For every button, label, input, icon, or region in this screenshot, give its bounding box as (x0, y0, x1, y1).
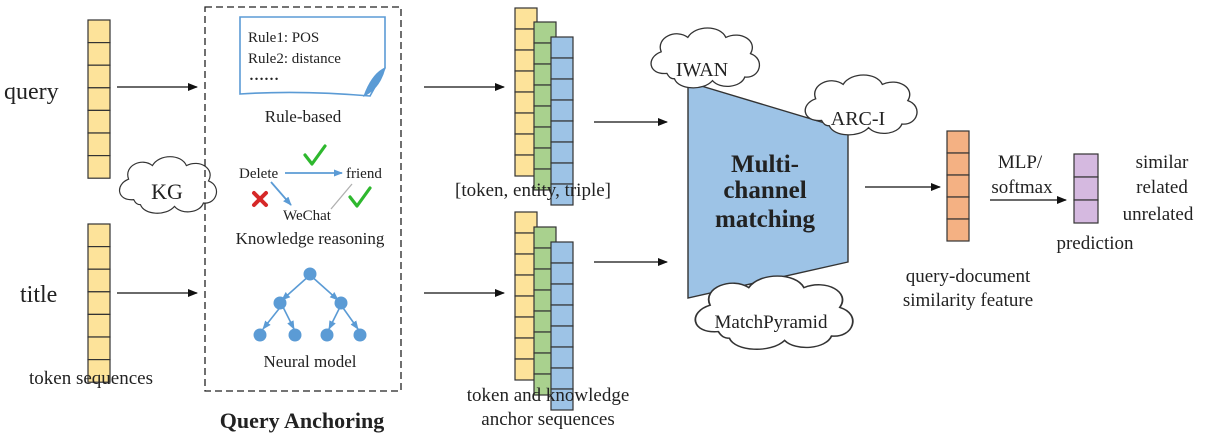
iwan-cloud: IWAN (650, 27, 761, 89)
sequence-cell (87, 359, 111, 383)
sequence-cell (946, 174, 970, 198)
checkmark-icon (303, 144, 327, 166)
sequence-cell (550, 388, 574, 411)
model-iwan: IWAN (676, 59, 728, 81)
rule-line-3: …… (249, 68, 279, 84)
kg-cloud: KG (118, 156, 218, 214)
friend-to-wechat-line (330, 183, 353, 210)
sequence-cell (550, 346, 574, 369)
matching-title-3: matching (715, 206, 816, 233)
sequence-cell (87, 268, 111, 293)
class-similar: similar (1136, 152, 1189, 173)
sequence-cell (87, 41, 111, 66)
sequence-cell (550, 141, 574, 164)
kg-label: KG (151, 179, 183, 204)
prediction-label: prediction (1056, 233, 1134, 254)
triple-sequence (550, 241, 574, 411)
sequence-cell (946, 152, 970, 176)
reasoning-wechat: WeChat (283, 208, 332, 224)
sequence-cell (550, 262, 574, 285)
knowledge-reasoning-caption: Knowledge reasoning (236, 229, 385, 248)
sequence-cell (87, 291, 111, 315)
sequence-cell (550, 183, 574, 206)
sequence-cell (87, 19, 111, 44)
sequence-cell (1073, 176, 1099, 201)
sequence-cell (550, 99, 574, 122)
rule-line-1: Rule1: POS (248, 30, 319, 46)
cross-icon (252, 191, 268, 207)
matchpyramid-cloud: MatchPyramid (694, 275, 854, 351)
sequence-cell (87, 87, 111, 112)
rule-document: Rule1: POS Rule2: distance …… (239, 16, 386, 98)
similarity-feature-vector (946, 130, 970, 242)
sequence-cell (1073, 153, 1099, 178)
sequence-cell (550, 325, 574, 348)
sequence-cell (946, 130, 970, 154)
sequence-cell (550, 57, 574, 80)
class-unrelated: unrelated (1123, 204, 1194, 225)
rule-based-caption: Rule-based (265, 107, 342, 126)
top-anchor-sequences (514, 7, 574, 206)
neural-model-caption: Neural model (264, 352, 357, 371)
sequence-cell (87, 223, 111, 248)
sequence-cell (550, 120, 574, 143)
sequence-cell (550, 78, 574, 101)
matching-title-1: Multi- (731, 151, 799, 178)
token-sequence (514, 211, 538, 381)
prediction-vector (1073, 153, 1099, 224)
query-anchoring-title: Query Anchoring (220, 408, 384, 433)
top-sequences-caption: [token, entity, triple] (455, 180, 611, 201)
sequence-cell (946, 218, 970, 242)
class-related: related (1136, 177, 1188, 198)
triple-sequence (550, 36, 574, 206)
sequence-cell (946, 196, 970, 220)
sequence-cell (87, 246, 111, 270)
sequence-cell (87, 313, 111, 338)
bottom-sequences-caption-2: anchor sequences (481, 409, 614, 430)
bottom-anchor-sequences (514, 211, 574, 411)
sequence-cell (87, 132, 111, 157)
sequence-cell (1073, 199, 1099, 224)
arc-i-cloud: ARC-I (804, 74, 918, 136)
sequence-cell (550, 36, 574, 59)
sequence-cell (87, 155, 111, 179)
mlp-label-1: MLP/ (998, 152, 1043, 173)
mlp-label-2: softmax (991, 177, 1053, 198)
model-matchpyramid: MatchPyramid (715, 312, 828, 333)
title-label: title (20, 282, 57, 308)
query-token-sequence (87, 19, 111, 179)
feature-caption-1: query-document (906, 266, 1031, 287)
bottom-sequences-caption-1: token and knowledge (467, 385, 630, 406)
sequence-cell (87, 336, 111, 361)
reasoning-delete: Delete (239, 166, 278, 182)
sequence-cell (87, 109, 111, 134)
checkmark-icon (348, 186, 372, 208)
reasoning-friend: friend (346, 166, 382, 182)
neural-network-icon (253, 267, 367, 342)
sequence-cell (87, 64, 111, 89)
token-sequences-caption: token sequences (29, 368, 153, 389)
delete-to-wechat-arrow (270, 181, 292, 206)
sequence-cell (550, 283, 574, 306)
model-arc-i: ARC-I (831, 108, 885, 130)
title-token-sequence (87, 223, 111, 383)
sequence-cell (550, 304, 574, 327)
sequence-cell (550, 241, 574, 264)
page-curl (363, 67, 386, 98)
matching-title-2: channel (723, 177, 806, 204)
feature-caption-2: similarity feature (903, 290, 1033, 311)
query-label: query (4, 79, 59, 105)
query-anchoring-box (204, 6, 402, 392)
knowledge-reasoning: Delete friend WeChat (239, 144, 382, 224)
rule-line-2: Rule2: distance (248, 51, 341, 67)
matching-trapezoid (687, 81, 849, 299)
